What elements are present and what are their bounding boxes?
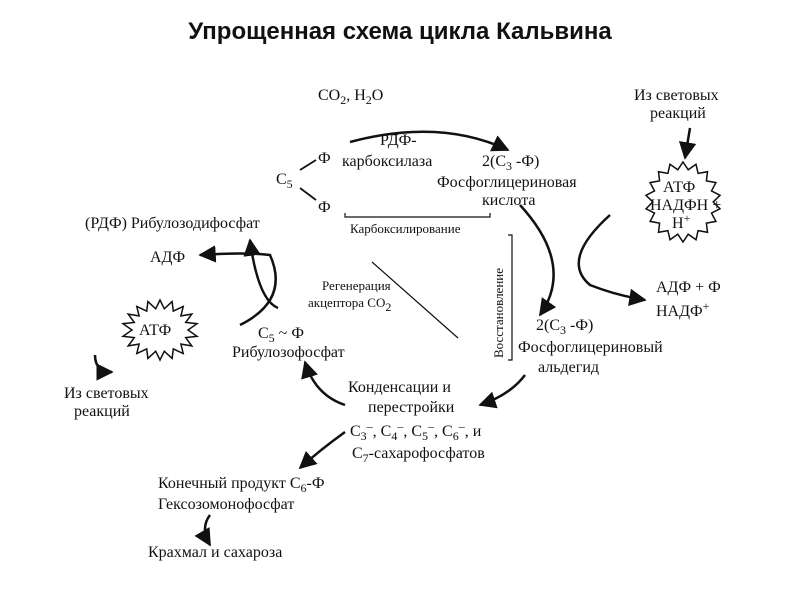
atf-nadfn-label-1: АТФ — [663, 179, 695, 196]
from-light-left-1: Из световых — [64, 385, 149, 402]
ribulose-phosphate-label: Рибулозофосфат — [232, 344, 345, 361]
adf-f-right-label: АДФ + Ф — [656, 279, 721, 296]
rdf-carboxylase-label-1: РДФ- — [380, 132, 417, 149]
page-title: Упрощенная схема цикла Кальвина — [188, 18, 612, 45]
phosphate-upper: Ф — [318, 150, 331, 167]
c5-f-label: C5 ~ Ф — [258, 325, 304, 345]
c3f-top-label: 2(C3 -Ф) — [482, 153, 539, 173]
co2-h2o-label: CO2, H2O — [318, 87, 383, 107]
reduction-label: Восстановление — [491, 268, 506, 358]
pgald-label-1: Фосфоглицериновый — [518, 339, 663, 356]
arrow-atf-nadfn-to-adf — [577, 214, 647, 307]
atf-starburst — [120, 298, 200, 362]
arrow-carboxylation — [349, 130, 510, 152]
cycle-arrows — [93, 127, 697, 547]
atf-nadfn-starburst — [644, 160, 722, 244]
arrow-atf-to-adf — [198, 245, 277, 327]
end-product-label: Конечный продукт C6-Ф — [158, 475, 325, 495]
pga-label-1: Фосфоглицериновая — [437, 174, 577, 191]
nadf-right-label: НАДФ+ — [656, 299, 710, 320]
condensation-label-1: Конденсации и — [348, 379, 451, 396]
adf-left-label: АДФ — [150, 249, 185, 266]
atf-nadfn-label-2: НАДФН + — [650, 197, 721, 214]
arrow-to-end-product — [298, 430, 346, 470]
rdf-carboxylase-label-2: карбоксилаза — [342, 153, 432, 170]
arrow-to-starch — [194, 514, 212, 547]
regeneration-label-1: Регенерация — [322, 278, 391, 293]
from-light-right-2: реакций — [650, 105, 706, 122]
from-light-right-1: Из световых — [634, 87, 719, 104]
regeneration-label-2: акцептора CO2 — [308, 295, 391, 314]
c3f-bottom-label: 2(C3 -Ф) — [536, 317, 593, 337]
pga-label-2: кислота — [482, 192, 536, 209]
reduction-bracket — [508, 234, 513, 361]
carboxylation-bracket — [344, 213, 491, 218]
arrow-light-left — [93, 354, 114, 381]
c5-label: C5 — [276, 171, 293, 191]
arrow-ribulose-to-rdf — [243, 238, 279, 310]
arrow-light-right — [678, 127, 697, 160]
condensation-label-2: перестройки — [368, 399, 455, 416]
arrow-pgald-to-condensation — [478, 374, 526, 409]
regeneration-line — [371, 261, 459, 339]
hexose-label: Гексозомонофосфат — [158, 496, 294, 513]
pgald-label-2: альдегид — [538, 359, 599, 376]
starch-label: Крахмал и сахароза — [148, 544, 282, 561]
rdf-label: (РДФ) Рибулозодифосфат — [85, 215, 260, 232]
atf-nadfn-label-3: H+ — [672, 211, 691, 232]
sugars-label-2: C7-сахарофосфатов — [352, 445, 485, 465]
atf-left-label: АТФ — [139, 322, 171, 339]
arrow-pga-to-pgald — [519, 204, 557, 317]
from-light-left-2: реакций — [74, 403, 130, 420]
arrow-condensation-to-ribulose-phosphate — [301, 360, 346, 407]
sugars-label-1: C3–, C4–, C5–, C6–, и — [350, 419, 482, 443]
carboxylation-label: Карбоксилирование — [350, 221, 461, 236]
c5-bonds — [299, 159, 317, 201]
phosphate-lower: Ф — [318, 199, 331, 216]
